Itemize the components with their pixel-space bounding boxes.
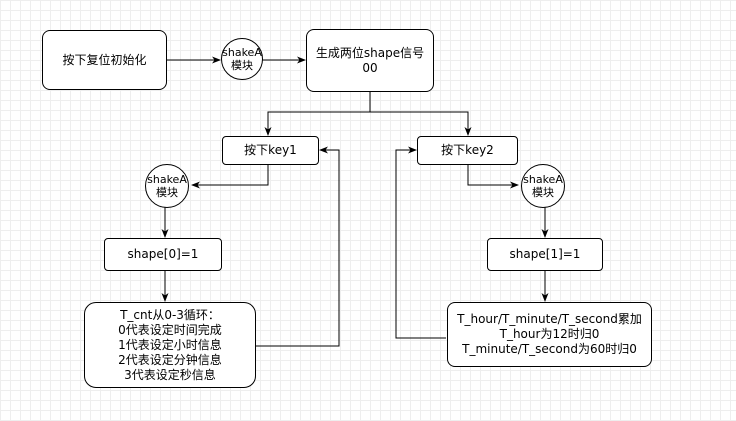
edge-split-to-key2 xyxy=(370,111,472,136)
press-key1-node: 按下key1 xyxy=(222,136,319,165)
gen-shape-line-2: 00 xyxy=(362,60,378,75)
press-key2-label: 按下key2 xyxy=(441,143,494,157)
shape1-set-label: shape[1]=1 xyxy=(509,247,581,261)
shake-module-3-line-1: shakeA xyxy=(523,173,563,186)
shake-module-1-line-1: shakeA xyxy=(222,46,262,59)
edge-key1-to-shake xyxy=(191,165,269,189)
time-accumulate-node: T_hour/T_minute/T_second累加 T_hour为12时归0 … xyxy=(447,302,652,367)
shape0-set-node: shape[0]=1 xyxy=(104,238,222,271)
shake-module-node-2: shakeA 模块 xyxy=(145,164,189,208)
tcnt-loop-line-1: T_cnt从0-3循环： xyxy=(120,307,220,322)
press-key1-label: 按下key1 xyxy=(244,143,297,157)
shake-module-2-line-2: 模块 xyxy=(156,186,178,199)
edge-key2-to-shake xyxy=(467,165,519,189)
reset-init-label: 按下复位初始化 xyxy=(62,52,147,67)
shape1-set-node: shape[1]=1 xyxy=(487,238,603,271)
tcnt-loop-line-5: 3代表设定秒信息 xyxy=(124,367,216,382)
tcnt-loop-line-4: 2代表设定分钟信息 xyxy=(118,352,222,367)
edge-split-to-key1 xyxy=(264,111,370,136)
tcnt-loop-line-2: 0代表设定时间完成 xyxy=(118,322,222,337)
press-key2-node: 按下key2 xyxy=(417,136,518,165)
shake-module-2-line-1: shakeA xyxy=(147,173,187,186)
time-accumulate-line-3: T_minute/T_second为60时归0 xyxy=(462,342,637,356)
shake-module-node-3: shakeA 模块 xyxy=(521,164,565,208)
shake-module-1-line-2: 模块 xyxy=(231,59,253,72)
edge-tcnt-loop-to-key1 xyxy=(256,146,340,347)
time-accumulate-line-1: T_hour/T_minute/T_second累加 xyxy=(457,312,642,326)
gen-shape-node: 生成两位shape信号 00 xyxy=(306,29,434,92)
reset-init-node: 按下复位初始化 xyxy=(42,30,167,90)
time-accumulate-line-2: T_hour为12时归0 xyxy=(499,327,600,341)
shape0-set-label: shape[0]=1 xyxy=(127,247,199,261)
tcnt-loop-node: T_cnt从0-3循环： 0代表设定时间完成 1代表设定小时信息 2代表设定分钟… xyxy=(84,302,256,388)
shake-module-node-1: shakeA 模块 xyxy=(221,38,263,80)
gen-shape-line-1: 生成两位shape信号 xyxy=(315,45,425,60)
edge-accumulate-loop-to-key2 xyxy=(395,146,446,339)
shake-module-3-line-2: 模块 xyxy=(532,186,554,199)
tcnt-loop-line-3: 1代表设定小时信息 xyxy=(118,337,222,352)
